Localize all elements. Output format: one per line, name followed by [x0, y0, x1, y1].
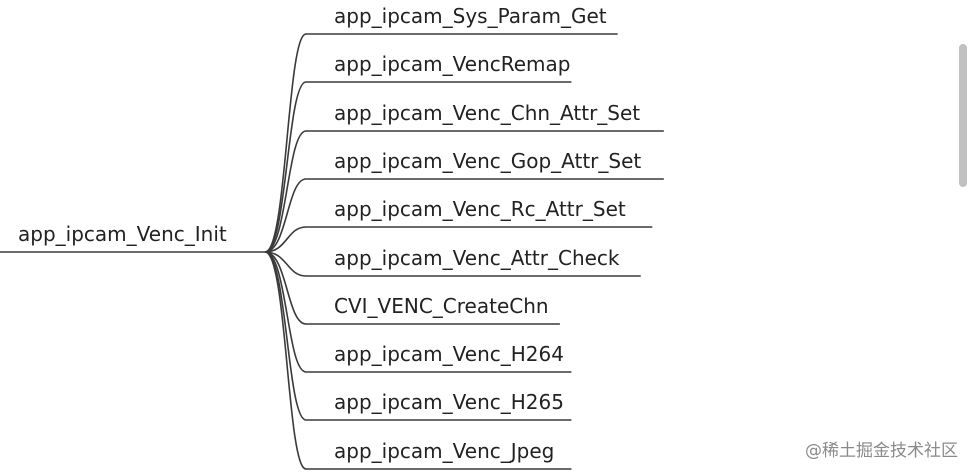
- branch-connector: [264, 130, 307, 253]
- child-node-label: app_ipcam_Venc_Rc_Attr_Set: [334, 197, 626, 221]
- child-node-label: app_ipcam_VencRemap: [334, 52, 570, 76]
- branch-connector: [264, 33, 307, 253]
- branch-connector: [264, 226, 307, 253]
- child-node-label: app_ipcam_Venc_Gop_Attr_Set: [334, 149, 641, 173]
- child-node-label: app_ipcam_Venc_Chn_Attr_Set: [334, 101, 640, 125]
- child-node-label: app_ipcam_Venc_H265: [334, 390, 564, 414]
- watermark: @稀土掘金技术社区: [805, 441, 958, 461]
- child-node-label: app_ipcam_Venc_H264: [334, 342, 564, 366]
- branch-connector: [264, 251, 307, 325]
- child-node-label: CVI_VENC_CreateChn: [334, 294, 549, 318]
- branch-connector: [264, 178, 307, 253]
- child-node-label: app_ipcam_Venc_Attr_Check: [334, 246, 620, 270]
- branch-connector: [264, 251, 307, 470]
- child-node-label: app_ipcam_Venc_Jpeg: [334, 439, 554, 463]
- vertical-scrollbar[interactable]: [958, 0, 970, 475]
- child-node-label: app_ipcam_Sys_Param_Get: [334, 4, 607, 28]
- root-node-label: app_ipcam_Venc_Init: [18, 222, 227, 246]
- branch-connector: [264, 251, 307, 421]
- branch-connector: [264, 251, 307, 277]
- mindmap-diagram: app_ipcam_Venc_Init app_ipcam_Sys_Param_G…: [0, 4, 664, 470]
- scrollbar-thumb[interactable]: [959, 44, 967, 187]
- branch-connector: [264, 81, 307, 253]
